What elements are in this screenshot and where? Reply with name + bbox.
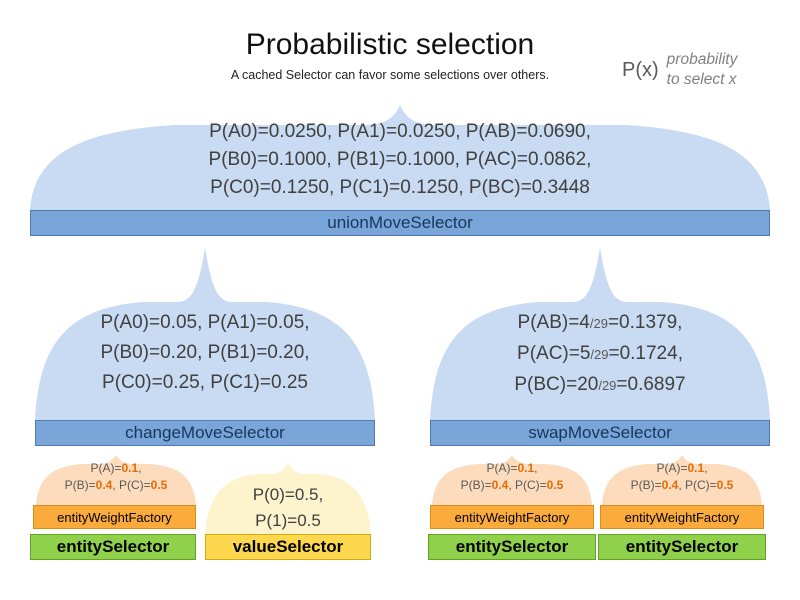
prob-fraction: /29 (589, 316, 608, 331)
change-probabilities: P(A0)=0.05, P(A1)=0.05, P(B0)=0.20, P(B1… (35, 248, 375, 398)
union-probabilities: P(A0)=0.0250, P(A1)=0.0250, P(AB)=0.0690… (30, 105, 770, 202)
prob-mid: , P(C)= (508, 478, 547, 492)
legend-desc-line1: probability (666, 51, 738, 68)
prob-pre: P(AC)=5 (517, 343, 591, 364)
legend-desc-line2: to select x (666, 71, 737, 89)
prob-pre: P(B)= (460, 478, 492, 492)
probability-line: P(0)=0.5, (252, 485, 324, 504)
probability-line: P(B)=0.4, P(C)=0.5 (36, 477, 196, 494)
subtitle: A cached Selector can favor some selecti… (230, 68, 550, 82)
probability-line: P(B)=0.4, P(C)=0.5 (432, 477, 592, 494)
entity-weight-dome: P(A)=0.1, P(B)=0.4, P(C)=0.5 (36, 455, 196, 505)
union-move-selector-bar: unionMoveSelector (30, 210, 770, 236)
probability-line: P(B0)=0.20, P(B1)=0.20, (100, 342, 310, 363)
entity-weight-factory-bar: entityWeightFactory (33, 505, 196, 529)
prob-value: 0.5 (546, 478, 564, 492)
dome-shape-icon (432, 455, 592, 505)
value-probability-dome: P(0)=0.5, P(1)=0.5 (205, 462, 371, 534)
probability-line: P(A0)=0.0250, P(A1)=0.0250, P(AB)=0.0690… (209, 121, 591, 142)
swap-move-selector-bar: swapMoveSelector (430, 420, 770, 446)
probability-line: P(A0)=0.05, P(A1)=0.05, (100, 312, 310, 333)
dome-shape-icon (602, 455, 762, 505)
entity-weight-probabilities: P(A)=0.1, P(B)=0.4, P(C)=0.5 (36, 455, 196, 494)
prob-post: =0.1724, (608, 343, 683, 364)
entity-selector-bar: entitySelector (30, 534, 196, 560)
entity-weight-dome: P(A)=0.1, P(B)=0.4, P(C)=0.5 (602, 455, 762, 505)
probability-line: P(C0)=0.1250, P(C1)=0.1250, P(BC)=0.3448 (210, 177, 590, 198)
legend-symbol: P(x) (622, 59, 659, 81)
prob-value: 0.4 (661, 478, 679, 492)
prob-post: , (534, 461, 538, 475)
prob-post: =0.6897 (616, 374, 686, 395)
swap-probabilities: P(AB)=4/29=0.1379, P(AC)=5/29=0.1724, P(… (430, 248, 770, 401)
prob-post: , (704, 461, 708, 475)
dome-shape-icon (430, 248, 770, 420)
entity-weight-factory-label: entityWeightFactory (57, 509, 172, 525)
probability-line: P(AC)=5/29=0.1724, (430, 339, 770, 370)
entity-selector-bar: entitySelector (598, 534, 766, 560)
prob-pre: P(AB)=4 (517, 312, 590, 333)
dome-shape-icon (30, 105, 770, 210)
prob-pre: P(B)= (64, 478, 96, 492)
prob-pre: P(A)= (486, 461, 518, 475)
prob-value: 0.5 (716, 478, 734, 492)
swap-probability-dome: P(AB)=4/29=0.1379, P(AC)=5/29=0.1724, P(… (430, 248, 770, 420)
probability-legend: P(x) probability to select x (622, 50, 737, 90)
value-selector-label: valueSelector (232, 537, 344, 556)
union-move-selector-label: unionMoveSelector (327, 213, 473, 232)
dome-shape-icon (36, 455, 196, 505)
entity-selector-bar: entitySelector (428, 534, 596, 560)
prob-post: , (138, 461, 142, 475)
probability-line: P(A)=0.1, (602, 460, 762, 477)
dome-shape-icon (205, 462, 371, 534)
entity-selector-label: entitySelector (625, 537, 739, 556)
prob-value: 0.1 (517, 461, 535, 475)
entity-selector-label: entitySelector (455, 537, 569, 556)
prob-value: 0.1 (121, 461, 139, 475)
prob-pre: P(BC)=20 (514, 374, 599, 395)
prob-mid: , P(C)= (112, 478, 151, 492)
swap-move-selector-label: swapMoveSelector (528, 423, 672, 442)
entity-weight-probabilities: P(A)=0.1, P(B)=0.4, P(C)=0.5 (432, 455, 592, 494)
entity-weight-factory-label: entityWeightFactory (454, 509, 570, 525)
prob-value: 0.4 (95, 478, 113, 492)
union-probability-dome: P(A0)=0.0250, P(A1)=0.0250, P(AB)=0.0690… (30, 105, 770, 210)
prob-value: 0.1 (687, 461, 705, 475)
probability-line: P(C0)=0.25, P(C1)=0.25 (102, 372, 308, 393)
value-probabilities: P(0)=0.5, P(1)=0.5 (205, 462, 371, 534)
entity-weight-factory-label: entityWeightFactory (624, 509, 740, 525)
probability-line: P(1)=0.5 (255, 511, 321, 530)
prob-value: 0.4 (491, 478, 509, 492)
change-probability-dome: P(A0)=0.05, P(A1)=0.05, P(B0)=0.20, P(B1… (35, 248, 375, 420)
probability-line: P(A)=0.1, (36, 460, 196, 477)
value-selector-bar: valueSelector (205, 534, 371, 560)
probability-line: P(B0)=0.1000, P(B1)=0.1000, P(AC)=0.0862… (208, 149, 592, 170)
prob-pre: P(A)= (90, 461, 122, 475)
entity-weight-factory-bar: entityWeightFactory (600, 505, 764, 529)
prob-pre: P(B)= (630, 478, 662, 492)
probability-line: P(B)=0.4, P(C)=0.5 (602, 477, 762, 494)
prob-fraction: /29 (598, 378, 617, 393)
probability-line: P(BC)=20/29=0.6897 (430, 370, 770, 401)
page-title: Probabilistic selection (245, 28, 535, 61)
probability-line: P(A)=0.1, (432, 460, 592, 477)
entity-selector-label: entitySelector (56, 537, 170, 556)
dome-shape-icon (35, 248, 375, 420)
prob-fraction: /29 (590, 347, 609, 362)
entity-weight-probabilities: P(A)=0.1, P(B)=0.4, P(C)=0.5 (602, 455, 762, 494)
prob-mid: , P(C)= (678, 478, 717, 492)
prob-post: =0.1379, (607, 312, 683, 333)
change-move-selector-label: changeMoveSelector (125, 423, 285, 442)
legend-description: probability to select x (667, 50, 738, 90)
entity-weight-dome: P(A)=0.1, P(B)=0.4, P(C)=0.5 (432, 455, 592, 505)
change-move-selector-bar: changeMoveSelector (35, 420, 375, 446)
prob-value: 0.5 (150, 478, 168, 492)
entity-weight-factory-bar: entityWeightFactory (430, 505, 594, 529)
probability-line: P(AB)=4/29=0.1379, (430, 308, 770, 339)
prob-pre: P(A)= (656, 461, 688, 475)
